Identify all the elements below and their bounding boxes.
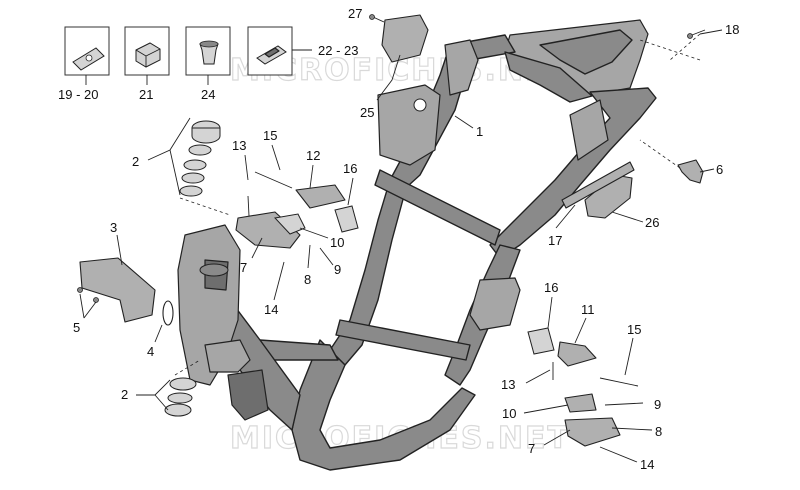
callout-21: 21 <box>139 87 153 102</box>
part-box-22-23 <box>247 26 293 76</box>
callout-5: 5 <box>73 320 80 335</box>
callout-4: 4 <box>147 344 154 359</box>
seal-4 <box>162 300 174 326</box>
bracket-3 <box>79 257 156 323</box>
callout-2-bottom: 2 <box>121 387 128 402</box>
callout-16-bottom: 16 <box>544 280 558 295</box>
callout-13-top: 13 <box>232 138 246 153</box>
callout-16-top: 16 <box>343 161 357 176</box>
callout-14-bottom: 14 <box>640 457 654 472</box>
callout-25: 25 <box>360 105 374 120</box>
callout-8-top: 8 <box>304 272 311 287</box>
bracket-25 <box>381 14 429 63</box>
callout-15-top: 15 <box>263 128 277 143</box>
callout-15-bottom: 15 <box>627 322 641 337</box>
callout-9-bottom: 9 <box>654 397 661 412</box>
clip-6 <box>677 159 704 184</box>
footrest-right <box>527 327 639 447</box>
callout-1: 1 <box>476 124 483 139</box>
strip-17 <box>561 161 635 209</box>
part-box-19-20 <box>64 26 110 76</box>
callout-7-bottom: 7 <box>528 441 535 456</box>
callout-13-bottom: 13 <box>501 377 515 392</box>
callout-8-bottom: 8 <box>655 424 662 439</box>
callout-12: 12 <box>306 148 320 163</box>
callout-7-top: 7 <box>240 260 247 275</box>
leader-lines <box>79 29 723 463</box>
callout-6: 6 <box>716 162 723 177</box>
screw-18 <box>691 29 706 36</box>
callout-10-bottom: 10 <box>502 406 516 421</box>
bolt-5a <box>77 287 83 293</box>
part-box-24 <box>185 26 231 76</box>
callout-2-top: 2 <box>132 154 139 169</box>
bolt-27 <box>369 14 375 20</box>
callout-24: 24 <box>201 87 215 102</box>
callout-19-20: 19 - 20 <box>58 87 98 102</box>
callout-14-top: 14 <box>264 302 278 317</box>
main-frame <box>177 19 657 471</box>
callout-17: 17 <box>548 233 562 248</box>
callout-10-top: 10 <box>330 235 344 250</box>
callout-26: 26 <box>645 215 659 230</box>
callout-18: 18 <box>725 22 739 37</box>
callout-9-top: 9 <box>334 262 341 277</box>
callout-3: 3 <box>110 220 117 235</box>
bearing-stack-top <box>179 120 221 197</box>
footrest-left <box>235 171 359 249</box>
bearing-stack-bottom <box>164 377 197 417</box>
bolt-5b <box>93 297 99 303</box>
callout-11: 11 <box>581 302 595 317</box>
part-box-21 <box>124 26 170 76</box>
callout-22-23: 22 - 23 <box>318 43 358 58</box>
callout-27: 27 <box>348 6 362 21</box>
